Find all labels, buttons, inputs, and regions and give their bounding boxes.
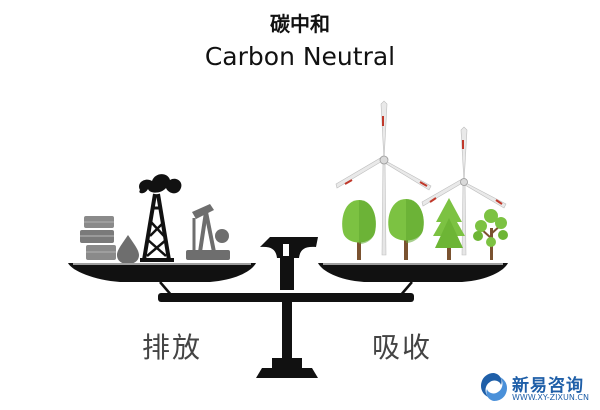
balance-scale [68, 237, 508, 378]
wind-turbine-icon [335, 100, 432, 256]
absorption-label: 吸收 [372, 331, 433, 364]
title-chinese: 碳中和 [270, 12, 330, 36]
pumpjack-icon [186, 204, 230, 260]
small-tree-icon [473, 209, 508, 260]
oil-derrick-icon [139, 174, 182, 262]
tree-icon [388, 199, 424, 260]
wind-turbine-icon [421, 126, 507, 256]
brand-watermark: 新易咨询 WWW.XY-ZIXUN.CN [478, 370, 598, 406]
oil-drop-icon [117, 235, 139, 264]
oil-barrels-icon [80, 216, 116, 260]
pine-tree-icon [433, 198, 465, 260]
emission-label: 排放 [142, 331, 203, 364]
brand-logo-icon [481, 373, 507, 401]
title-english: Carbon Neutral [204, 42, 396, 71]
tree-icon [342, 200, 376, 260]
brand-name: 新易咨询 [512, 376, 584, 396]
brand-url: WWW.XY-ZIXUN.CN [512, 393, 589, 402]
